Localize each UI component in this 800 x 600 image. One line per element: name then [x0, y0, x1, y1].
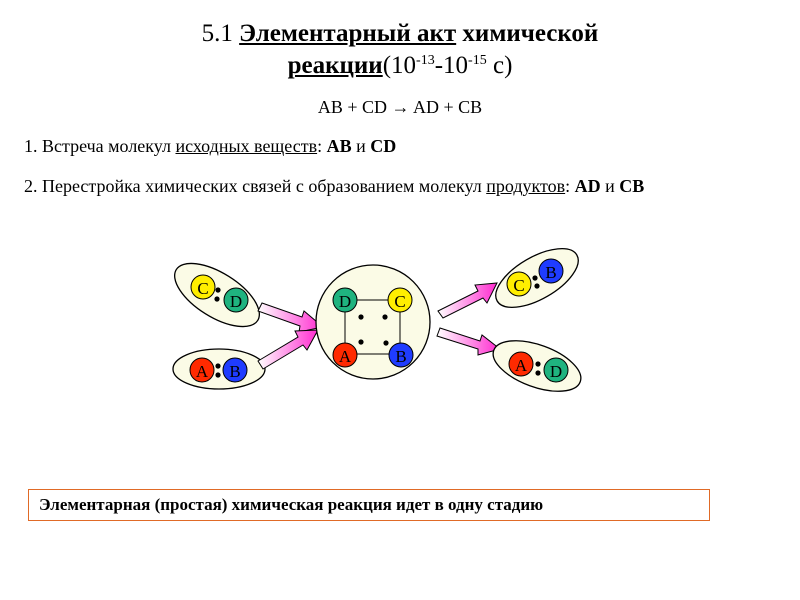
atom-circle [506, 271, 532, 297]
atom-label: C [394, 292, 405, 311]
atom-circle [388, 342, 414, 368]
atom-label: A [515, 356, 528, 375]
atom-d: D [543, 357, 569, 383]
point-2-and: и [600, 176, 620, 196]
title-line-2: реакции(10-13-10-15 с) [0, 50, 800, 82]
arrow-icon [437, 282, 498, 319]
atom-c: C [387, 287, 413, 313]
complex-outline [315, 264, 431, 380]
bond-dot [214, 296, 220, 302]
atom-label: A [196, 362, 209, 381]
atom-label: D [230, 292, 242, 311]
bond-dot [534, 283, 540, 289]
point-2: 2. Перестройка химических связей с образ… [24, 176, 644, 197]
point-1: 1. Встреча молекул исходных веществ: AB … [24, 136, 396, 157]
time-dash: -10 [434, 52, 469, 79]
atom-circle [332, 342, 358, 368]
point-2-colon: : [565, 176, 575, 196]
atom-label: D [339, 292, 351, 311]
point-2-prefix: 2. Перестройка химических связей с образ… [24, 176, 487, 196]
atom-circle [332, 287, 358, 313]
bond-dot [535, 361, 541, 367]
atom-a: A [508, 351, 534, 377]
atom-circle [223, 287, 249, 313]
atom-label: C [197, 279, 208, 298]
molecule-outline [174, 262, 260, 328]
title-underlined: Элементарный акт [239, 20, 457, 47]
atom-label: B [395, 347, 406, 366]
point-1-underlined: исходных веществ [175, 136, 318, 156]
point-1-molecule-1: AB [326, 136, 352, 156]
bond-dot [215, 363, 221, 369]
atom-circle [387, 287, 413, 313]
atom-b: B [388, 342, 414, 368]
bond-dot [383, 340, 389, 346]
atom-label: B [545, 263, 556, 282]
time-exp-1: -13 [416, 53, 435, 68]
atom-d: D [223, 287, 249, 313]
atom-b: B [538, 258, 564, 284]
title-line-1: 5.1 Элементарный акт химической [0, 18, 800, 50]
atom-label: A [339, 347, 352, 366]
atom-circle [508, 351, 534, 377]
title-rest: химической [462, 20, 599, 47]
conclusion-box: Элементарная (простая) химическая реакци… [28, 489, 710, 521]
reaction-equation: AB + CD → AD + CB [317, 97, 483, 117]
bond-dot [535, 370, 541, 376]
molecule-cd-reactant: C D [174, 262, 260, 328]
arrow-icon [257, 302, 325, 333]
point-2-molecule-1: AD [574, 176, 601, 196]
bond-dot [215, 287, 221, 293]
point-1-colon: : [317, 136, 327, 156]
atom-c: C [506, 271, 532, 297]
transition-complex: D C A B [315, 264, 431, 380]
atom-d: D [332, 287, 358, 313]
section-number: 5.1 [201, 20, 233, 47]
point-1-prefix: 1. Встреча молекул [24, 136, 176, 156]
point-1-and: и [351, 136, 371, 156]
molecule-ad-product: A D [492, 340, 582, 392]
time-exp-2: -15 [468, 53, 487, 68]
molecule-ab-reactant: A B [172, 348, 266, 390]
arrow-icon [257, 329, 319, 370]
molecule-outline [172, 348, 266, 390]
arrow-icon [436, 327, 502, 356]
bond-square [344, 299, 401, 355]
atom-circle [222, 357, 248, 383]
atom-circle [543, 357, 569, 383]
bond-dot [358, 314, 364, 320]
bond-dot [358, 339, 364, 345]
atom-b: B [222, 357, 248, 383]
time-close: с) [486, 52, 513, 79]
point-1-molecule-2: CD [370, 136, 397, 156]
slide-title: 5.1 Элементарный акт химической реакции(… [0, 18, 800, 82]
bond-dot [532, 275, 538, 281]
point-2-molecule-2: CB [619, 176, 645, 196]
atom-a: A [189, 357, 215, 383]
atom-label: B [229, 362, 240, 381]
bond-dot [382, 314, 388, 320]
atom-circle [190, 274, 216, 300]
atom-circle [189, 357, 215, 383]
atom-label: D [550, 362, 562, 381]
atom-circle [538, 258, 564, 284]
bond-dot [215, 372, 221, 378]
atom-a: A [332, 342, 358, 368]
time-open: (10 [382, 52, 417, 79]
atom-label: C [513, 276, 524, 295]
point-2-underlined: продуктов [486, 176, 566, 196]
molecule-cb-product: B C [495, 248, 579, 308]
atom-c: C [190, 274, 216, 300]
title-word-reaction: реакции [287, 52, 383, 79]
